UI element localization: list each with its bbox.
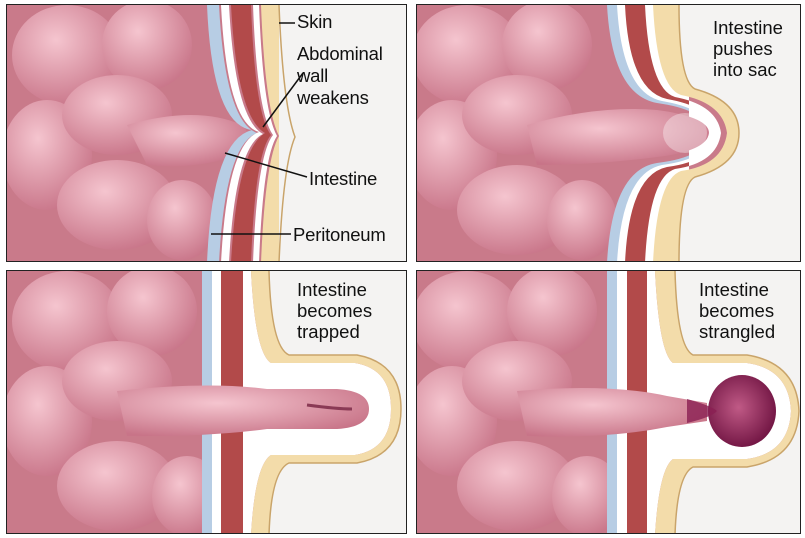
caption-pushes: Intestine pushes into sac	[713, 17, 783, 80]
caption-line: trapped	[297, 321, 372, 342]
label-skin: Skin	[297, 11, 332, 32]
panel-intestine-trapped: Intestine becomes trapped	[6, 270, 407, 534]
caption-line: Intestine	[713, 17, 783, 38]
panel-intestine-pushes: Intestine pushes into sac	[416, 4, 801, 262]
caption-line: Intestine	[699, 279, 775, 300]
caption-line: Intestine	[297, 279, 372, 300]
caption-line: strangled	[699, 321, 775, 342]
caption-line: becomes	[699, 300, 775, 321]
label-peritoneum: Peritoneum	[293, 224, 386, 245]
label-wall-line2: wall	[297, 65, 328, 86]
caption-line: into sac	[713, 59, 783, 80]
panel-intestine-strangled: Intestine becomes strangled	[416, 270, 801, 534]
caption-line: pushes	[713, 38, 783, 59]
caption-strangled: Intestine becomes strangled	[699, 279, 775, 342]
label-wall-line3: weakens	[297, 87, 369, 108]
caption-line: becomes	[297, 300, 372, 321]
label-intestine: Intestine	[309, 168, 377, 189]
panel-abdominal-wall-weakens: Skin Abdominal wall weakens Intestine Pe…	[6, 4, 407, 262]
caption-trapped: Intestine becomes trapped	[297, 279, 372, 342]
label-wall-line1: Abdominal	[297, 43, 383, 64]
